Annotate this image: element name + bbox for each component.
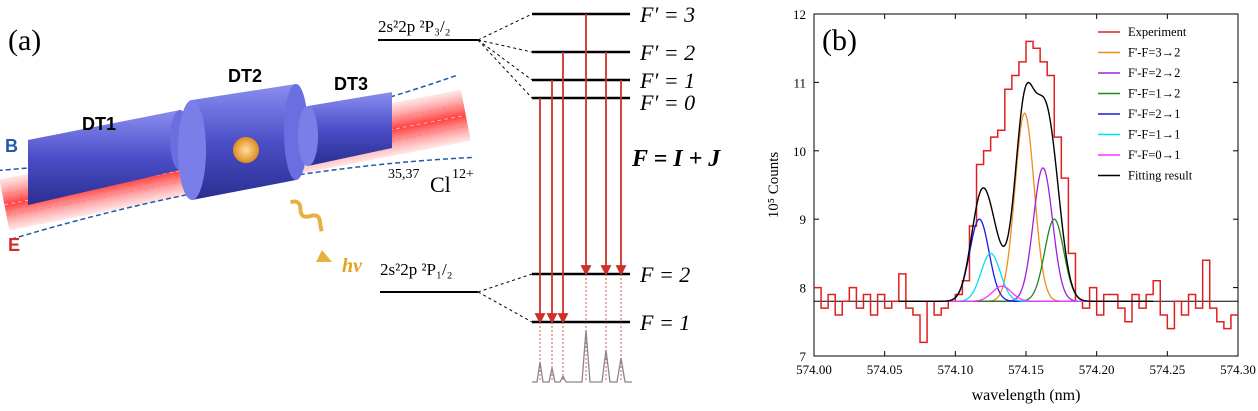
transition-projections [539,274,622,380]
legend-entry: Experiment [1128,25,1187,39]
x-tick-label: 574.05 [867,362,903,377]
panel-b-label: (b) [822,24,857,57]
ion-mass-number: 35,37 [388,167,420,182]
drift-tube-1-label: DT1 [82,114,116,134]
experiment-series [814,40,1238,344]
level-label-f-prime-0: F′ = 0 [639,90,695,115]
stick-spectrum [532,329,632,383]
y-axis-label: 10⁵ Counts [766,152,782,219]
x-tick-label: 574.15 [1008,362,1044,377]
x-tick-label: 574.10 [937,362,973,377]
legend-entry: F'-F=0→1 [1128,148,1180,162]
level-label-f-2: F = 2 [639,262,690,287]
drift-tube-3: DT3 [298,74,392,166]
panel-a-svg: (a) DT1 DT2 DT3 B E hν 35,37 Cl 12+ 2s²2… [0,2,721,383]
hyperfine-connectors [477,13,533,323]
ion-symbol: Cl [430,172,451,197]
x-axis-label: wavelength (nm) [972,387,1081,404]
x-tick-label: 574.20 [1079,362,1115,377]
electric-field-label: E [8,235,20,255]
hyperfine-levels [532,12,630,324]
ion-charge: 12+ [452,167,474,182]
coupling-equation: F = I + J [631,146,721,172]
level-label-f-prime-3: F′ = 3 [639,2,695,27]
y-tick-label: 9 [800,212,807,227]
photon-icon [289,199,324,232]
drift-tube-2-label: DT2 [228,66,262,86]
legend-entry: F'-F=2→2 [1128,66,1180,80]
x-tick-label: 574.25 [1149,362,1185,377]
y-tick-label: 12 [793,7,806,22]
x-tick-label: 574.30 [1220,362,1256,377]
drift-tube-2: DT2 [178,66,308,200]
panel-b-spectrum-chart: (b) 574.00 574.05 574.10 574.15 574.20 574.25… [760,0,1258,406]
panel-a-energy-diagram: (a) DT1 DT2 DT3 B E hν 35,37 Cl 12+ 2s²2… [0,2,721,383]
legend-entry: F'-F=1→2 [1128,87,1180,101]
photon-label: hν [342,255,363,277]
legend-entry: F'-F=3→2 [1128,46,1180,60]
legend-entry: F'-F=1→1 [1128,128,1180,142]
fit-series [898,81,1154,302]
y-tick-label: 7 [800,349,807,364]
y-tick-label: 8 [800,281,807,296]
magnetic-field-label: B [5,136,18,156]
panel-a-label: (a) [8,24,41,57]
legend-entry: F'-F=2→1 [1128,107,1180,121]
spectrum-chart-svg: (b) 574.00 574.05 574.10 574.15 574.20 574.25… [766,7,1256,404]
drift-tube-3-label: DT3 [334,74,368,94]
y-tick-label: 10 [793,144,806,159]
trapped-ion-icon [233,137,259,163]
upper-configuration: 2s²2p ²P₃/₂ [378,17,451,36]
lower-configuration: 2s²2p ²P₁/₂ [380,260,453,279]
transition-arrows [534,14,627,325]
component-series-1 [927,167,1125,302]
component-series-3 [927,218,1125,302]
level-label-f-prime-2: F′ = 2 [639,40,695,65]
legend-entry: Fitting result [1128,169,1193,183]
y-tick-label: 11 [793,75,806,90]
component-series-2 [927,218,1125,302]
level-label-f-prime-1: F′ = 1 [639,68,695,93]
x-tick-label: 574.00 [796,362,832,377]
level-label-f-1: F = 1 [639,310,690,335]
